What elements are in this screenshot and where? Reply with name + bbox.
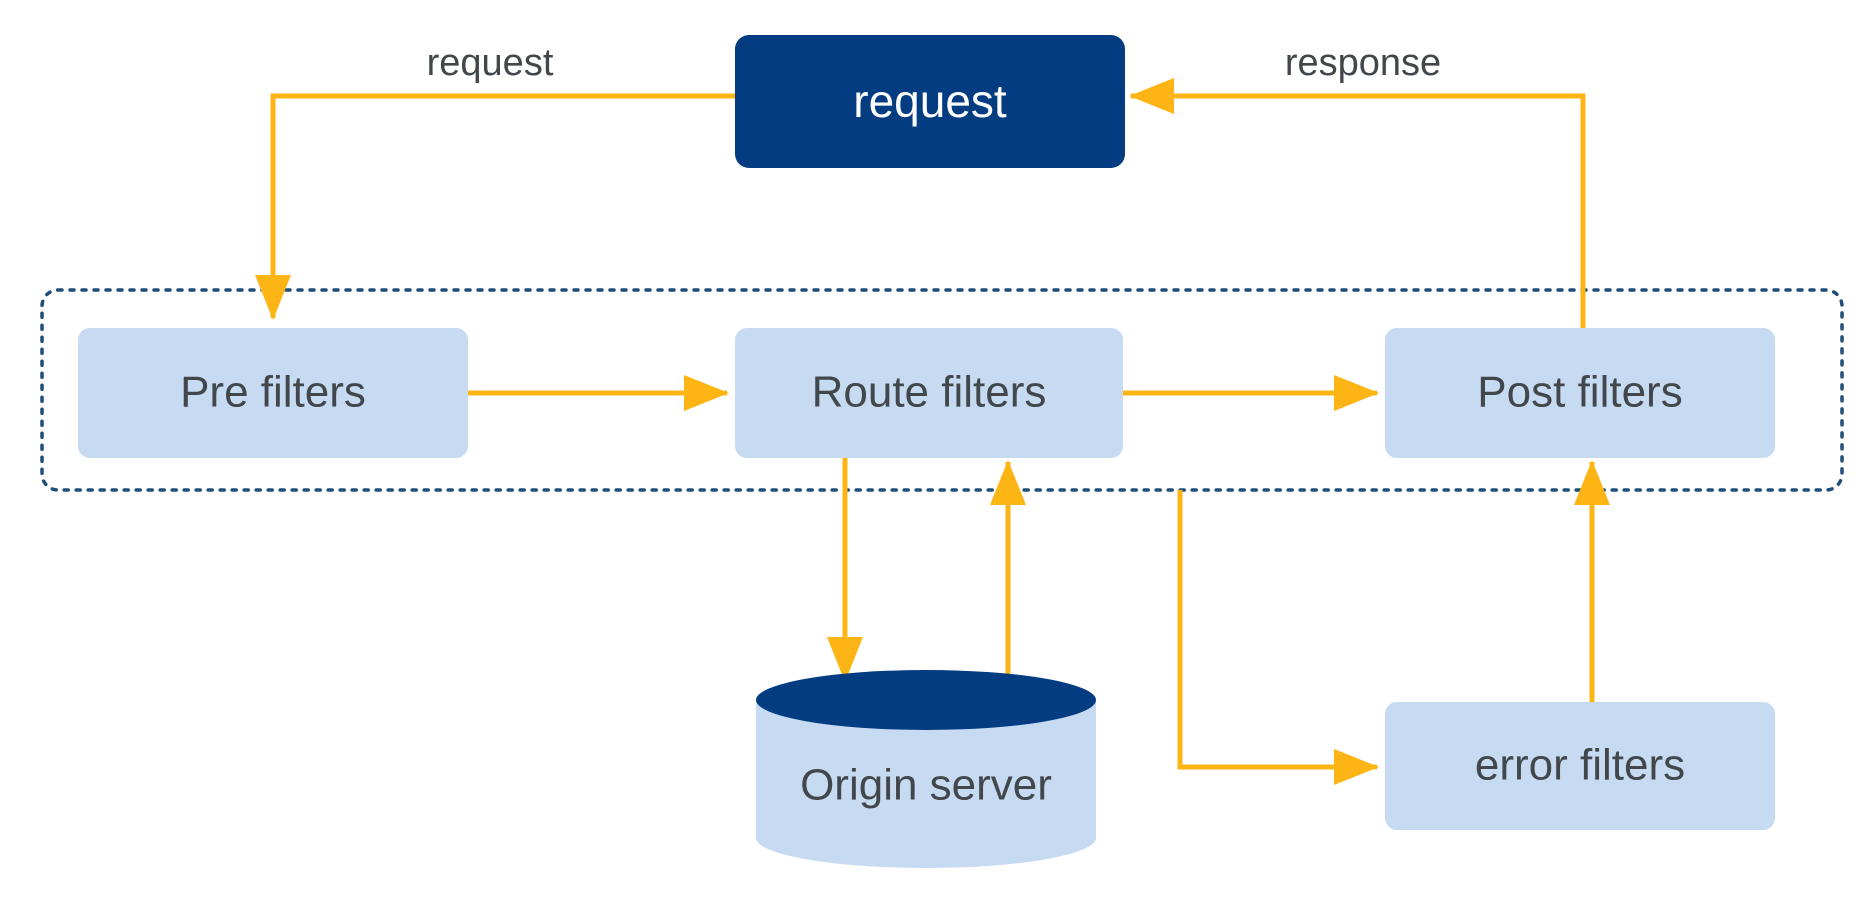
node-origin-server-body xyxy=(756,700,1096,868)
filter-pipeline-group-border xyxy=(40,288,1844,492)
node-origin-server-label: Origin server xyxy=(800,761,1052,810)
node-pre-filters-label: Pre filters xyxy=(180,368,366,417)
node-pre-filters-shape xyxy=(78,328,468,458)
edge-request-to-pre-filters xyxy=(255,93,735,320)
node-request[interactable]: request xyxy=(735,35,1125,168)
node-error-filters[interactable]: error filters xyxy=(1385,702,1775,830)
edge-route-to-error-filters xyxy=(1177,490,1379,785)
node-origin-server-top xyxy=(756,670,1096,730)
node-error-filters-label: error filters xyxy=(1475,741,1685,790)
node-post-filters[interactable]: Post filters xyxy=(1385,328,1775,458)
node-origin-server[interactable]: Origin server xyxy=(756,670,1096,868)
node-request-shape xyxy=(735,35,1125,168)
node-post-filters-shape xyxy=(1385,328,1775,458)
edge-post-filters-to-request xyxy=(1129,78,1586,328)
edge-label-response: response xyxy=(1285,42,1441,84)
node-route-filters-shape xyxy=(735,328,1123,458)
node-route-filters-label: Route filters xyxy=(812,368,1047,417)
node-pre-filters[interactable]: Pre filters xyxy=(78,328,468,458)
node-error-filters-shape xyxy=(1385,702,1775,830)
node-route-filters[interactable]: Route filters xyxy=(735,328,1123,458)
node-post-filters-label: Post filters xyxy=(1477,368,1682,417)
edge-label-request: request xyxy=(427,42,554,84)
node-request-label: request xyxy=(853,75,1007,127)
